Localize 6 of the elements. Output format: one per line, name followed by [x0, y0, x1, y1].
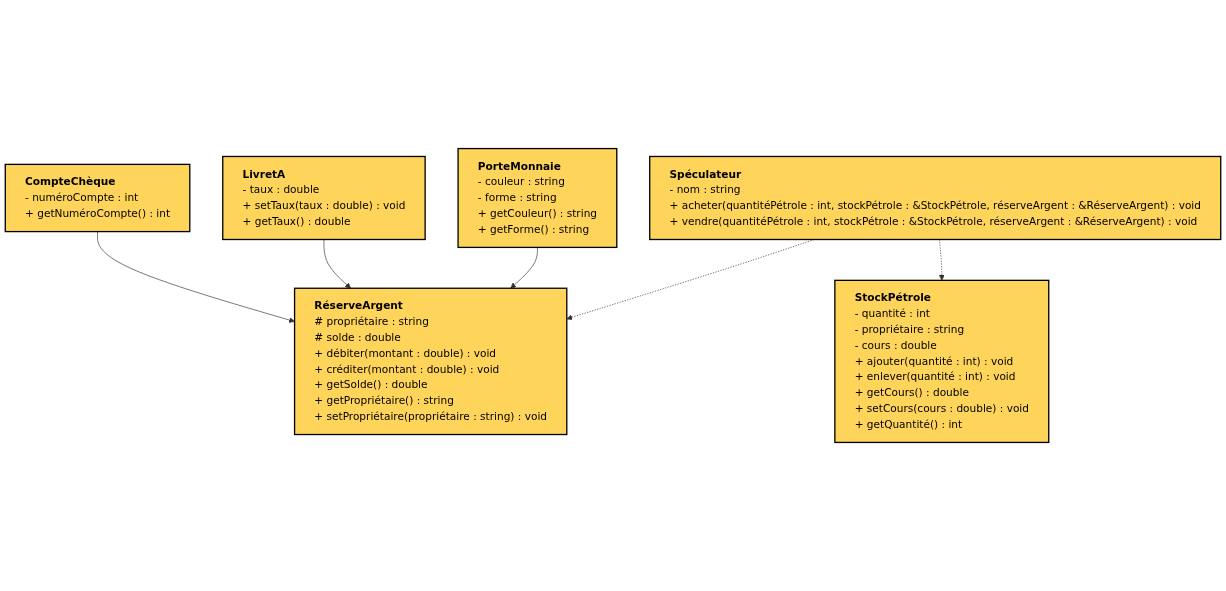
node-box: LivretA - taux : double + setTaux(taux : double) : void + getTaux() : double [222, 155, 426, 241]
node-box: Spéculateur - nom : string + acheter(quantitéPétrole : int, stockPétrole : &StockPétrole, réserveArgent : &RéserveArgent) : void + vendre(quantitéPétrole : int, stockPétrole : &StockPétrole, réserveArgent : &RéserveArgent) : void [649, 155, 1222, 241]
node-box: StockPétrole - quantité : int - propriétaire : string - cours : double + ajouter(quantité : int) : void + enlever(quantité : int) : void + getCours() : double + setCours(cours : double) : void + getQuantité() : int [834, 279, 1050, 444]
node-box: PorteMonnaie - couleur : string - forme : string + getCouleur() : string + getForme() : string [457, 147, 618, 249]
node-box: RéserveArgent # propriétaire : string # solde : double + débiter(montant : double) : void + créditer(montant : double) : void + getSolde() : double + getPropriétaire() : string + setPropriétaire(propriétaire : string) : void [293, 287, 568, 436]
node-box: CompteChèque - numéroCompte : int + getNuméroCompte() : int [4, 163, 191, 233]
